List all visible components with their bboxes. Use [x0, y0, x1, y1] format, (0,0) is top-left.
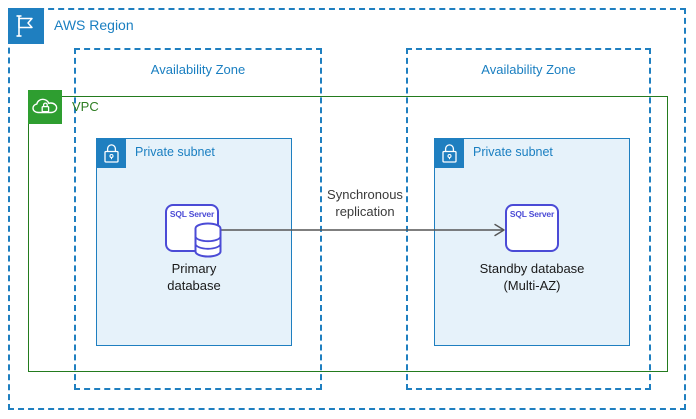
database-cylinder-icon — [194, 222, 222, 258]
replication-label-line1: Synchronous — [327, 187, 403, 202]
standby-database-caption: Standby database (Multi-AZ) — [434, 260, 630, 294]
standby-caption-line2: (Multi-AZ) — [503, 278, 561, 293]
sql-server-database-icon: SQL Server — [165, 204, 222, 258]
aws-region-flag-icon — [8, 8, 44, 44]
availability-zone-right-label: Availability Zone — [481, 62, 576, 77]
aws-region-boundary — [8, 8, 686, 410]
primary-database-caption: Primary database — [96, 260, 292, 294]
private-subnet-right-label: Private subnet — [473, 145, 553, 159]
replication-label-line2: replication — [335, 204, 395, 219]
vpc-boundary — [28, 96, 668, 372]
private-subnet-lock-icon — [97, 139, 126, 168]
private-subnet-right: Private subnet — [434, 138, 630, 346]
aws-region-label: AWS Region — [54, 17, 134, 33]
sql-server-node-label: SQL Server — [169, 209, 215, 219]
synchronous-replication-label: Synchronous replication — [312, 186, 418, 220]
sql-server-node-label: SQL Server — [509, 209, 555, 219]
availability-zone-right-boundary — [406, 48, 651, 390]
availability-zone-left-boundary — [74, 48, 322, 390]
vpc-label: VPC — [72, 99, 99, 114]
sql-server-icon: SQL Server — [505, 204, 559, 252]
primary-caption-line2: database — [167, 278, 221, 293]
vpc-cloud-lock-icon — [28, 90, 62, 124]
synchronous-replication-arrow — [219, 223, 505, 237]
private-subnet-lock-icon — [435, 139, 464, 168]
availability-zone-left-label: Availability Zone — [150, 62, 246, 77]
primary-caption-line1: Primary — [171, 261, 217, 276]
standby-caption-line1: Standby database — [479, 261, 585, 276]
sql-server-node-shape — [505, 204, 559, 252]
private-subnet-left-label: Private subnet — [135, 145, 215, 159]
